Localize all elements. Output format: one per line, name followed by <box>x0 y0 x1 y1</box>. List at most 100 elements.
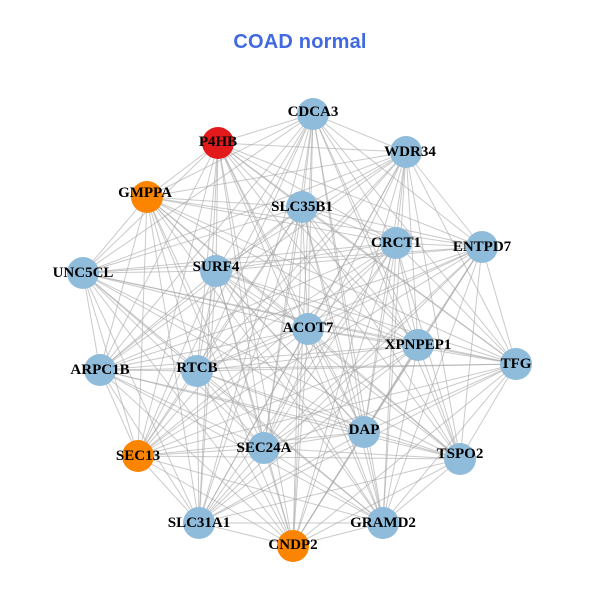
edge-WDR34-RTCB <box>196 151 407 372</box>
edge-GMPPA-SLC35B1 <box>146 196 303 208</box>
edge-ENTPD7-SEC24A <box>263 246 483 449</box>
edge-WDR34-UNC5CL <box>82 151 407 274</box>
edge-ARPC1B-CNDP2 <box>99 369 294 547</box>
edge-SURF4-RTCB <box>196 270 217 372</box>
edge-CDCA3-ARPC1B <box>99 113 314 371</box>
edge-UNC5CL-TSPO2 <box>82 272 461 460</box>
node-SLC35B1[interactable] <box>286 191 318 223</box>
edge-UNC5CL-ARPC1B <box>82 272 101 371</box>
edge-WDR34-SLC35B1 <box>301 151 407 208</box>
edge-XPNPEP1-TFG <box>417 344 517 365</box>
edge-ARPC1B-TSPO2 <box>99 369 461 460</box>
edge-SEC24A-DAP <box>263 431 365 449</box>
node-ACOT7[interactable] <box>292 313 324 345</box>
edge-RTCB-SEC13 <box>137 370 198 457</box>
edge-CDCA3-P4HB <box>217 113 314 144</box>
node-RTCB[interactable] <box>181 355 213 387</box>
edge-UNC5CL-CNDP2 <box>82 272 294 547</box>
node-ENTPD7[interactable] <box>466 231 498 263</box>
node-TFG[interactable] <box>500 348 532 380</box>
edge-SURF4-TFG <box>215 270 517 365</box>
node-GMPPA[interactable] <box>131 181 163 213</box>
node-WDR34[interactable] <box>390 136 422 168</box>
edge-WDR34-XPNPEP1 <box>405 151 419 346</box>
edge-SEC24A-TSPO2 <box>263 447 461 460</box>
edge-CRCT1-SURF4 <box>215 242 397 272</box>
edge-P4HB-CNDP2 <box>217 142 294 547</box>
edge-TSPO2-GRAMD2 <box>382 458 461 524</box>
edge-DAP-TSPO2 <box>363 431 461 460</box>
edge-SEC13-TSPO2 <box>137 455 461 460</box>
edge-RTCB-GRAMD2 <box>196 370 384 524</box>
edge-SLC35B1-DAP <box>301 206 365 433</box>
edge-ACOT7-ARPC1B <box>99 328 309 371</box>
edge-P4HB-SLC31A1 <box>198 142 219 524</box>
node-P4HB[interactable] <box>202 127 234 159</box>
edge-DAP-CNDP2 <box>292 431 365 547</box>
edge-TFG-GRAMD2 <box>382 363 517 524</box>
edge-TFG-ARPC1B <box>99 363 517 371</box>
edge-SURF4-ARPC1B <box>99 270 217 371</box>
node-SLC31A1[interactable] <box>183 507 215 539</box>
edge-SURF4-ACOT7 <box>215 270 309 330</box>
node-ARPC1B[interactable] <box>84 354 116 386</box>
edge-ARPC1B-RTCB <box>99 369 198 372</box>
edge-SLC31A1-CNDP2 <box>198 522 294 547</box>
node-XPNPEP1[interactable] <box>402 329 434 361</box>
edge-GMPPA-GRAMD2 <box>146 196 384 524</box>
edge-CRCT1-TFG <box>395 242 517 365</box>
node-DAP[interactable] <box>348 416 380 448</box>
edge-ARPC1B-SEC24A <box>99 369 265 449</box>
edge-SEC24A-CNDP2 <box>263 447 294 547</box>
node-SEC24A[interactable] <box>248 432 280 464</box>
edge-P4HB-RTCB <box>196 142 219 372</box>
node-SEC13[interactable] <box>122 440 154 472</box>
edge-ACOT7-GRAMD2 <box>307 328 384 524</box>
edge-P4HB-SEC24A <box>217 142 265 449</box>
node-CNDP2[interactable] <box>277 530 309 562</box>
figure-title: COAD normal <box>233 31 367 53</box>
edge-P4HB-SEC13 <box>137 142 219 457</box>
edge-RTCB-TSPO2 <box>196 370 461 460</box>
edge-SURF4-GRAMD2 <box>215 270 384 524</box>
edge-UNC5CL-SEC24A <box>82 272 265 449</box>
edge-GMPPA-CRCT1 <box>146 196 397 244</box>
edge-WDR34-DAP <box>363 151 407 433</box>
node-UNC5CL[interactable] <box>67 257 99 289</box>
edge-SLC35B1-CRCT1 <box>301 206 397 244</box>
edge-ENTPD7-TFG <box>481 246 517 365</box>
edge-WDR34-ARPC1B <box>99 151 407 371</box>
edge-CRCT1-DAP <box>363 242 397 433</box>
edge-SLC35B1-ACOT7 <box>301 206 309 330</box>
node-TSPO2[interactable] <box>444 443 476 475</box>
edge-P4HB-WDR34 <box>217 142 407 153</box>
edge-RTCB-SLC31A1 <box>196 370 200 524</box>
edge-SEC24A-GRAMD2 <box>263 447 384 524</box>
edge-WDR34-SEC13 <box>137 151 407 457</box>
edge-TFG-SEC13 <box>137 363 517 457</box>
edge-ENTPD7-SLC31A1 <box>198 246 483 524</box>
edge-ARPC1B-DAP <box>99 369 365 433</box>
edge-GMPPA-RTCB <box>146 196 198 372</box>
node-SURF4[interactable] <box>200 255 232 287</box>
node-GRAMD2[interactable] <box>367 507 399 539</box>
edge-CDCA3-WDR34 <box>312 113 407 153</box>
edge-ACOT7-SEC24A <box>263 328 309 449</box>
edge-DAP-SLC31A1 <box>198 431 365 524</box>
edge-TFG-CNDP2 <box>292 363 517 547</box>
edge-WDR34-TFG <box>405 151 517 365</box>
edge-ACOT7-RTCB <box>196 328 309 372</box>
edge-UNC5CL-DAP <box>82 272 365 433</box>
node-CDCA3[interactable] <box>297 98 329 130</box>
edge-CRCT1-SLC31A1 <box>198 242 397 524</box>
edge-ACOT7-DAP <box>307 328 365 433</box>
node-CRCT1[interactable] <box>380 227 412 259</box>
edge-CRCT1-UNC5CL <box>82 242 397 274</box>
edge-ENTPD7-ARPC1B <box>99 246 483 371</box>
edge-SEC13-CNDP2 <box>137 455 294 547</box>
edge-CDCA3-CRCT1 <box>312 113 397 244</box>
edge-SURF4-DAP <box>215 270 365 433</box>
edge-TFG-SEC24A <box>263 363 517 449</box>
edge-WDR34-ENTPD7 <box>405 151 483 248</box>
